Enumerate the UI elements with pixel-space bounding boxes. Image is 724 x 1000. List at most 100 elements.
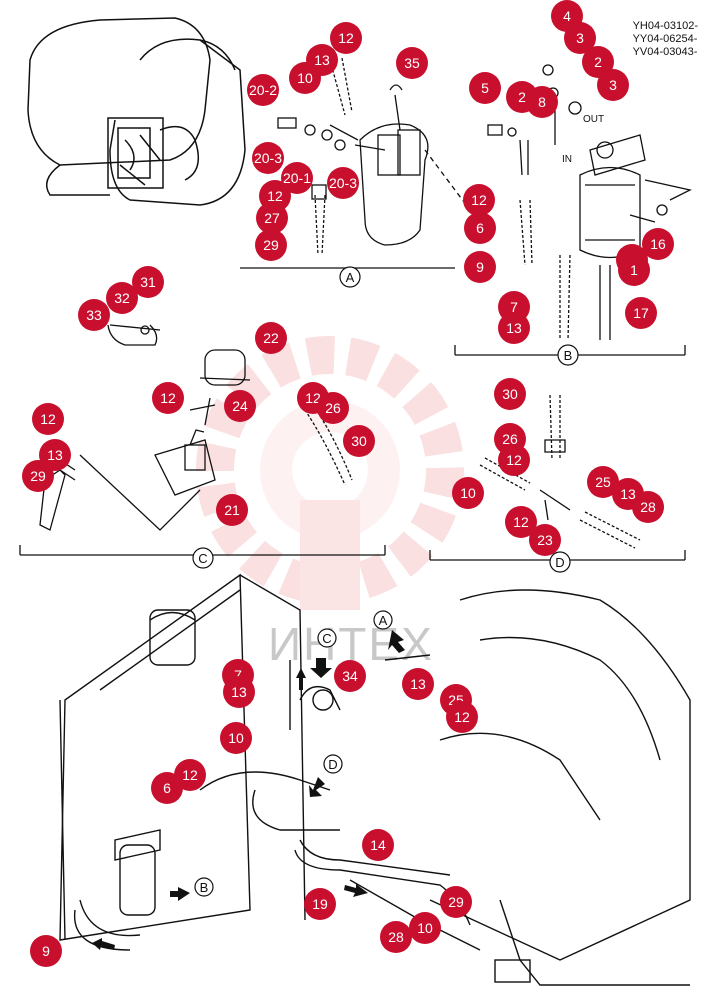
callout-circle bbox=[220, 722, 252, 754]
section-mark-c-label: C bbox=[198, 551, 207, 566]
callout: 13 bbox=[498, 312, 530, 344]
callout-label: 24 bbox=[232, 398, 248, 414]
callout-label: 20-2 bbox=[249, 82, 277, 98]
view-indicator-b-label: B bbox=[200, 880, 209, 895]
document-code: YY04-06254- bbox=[632, 33, 698, 45]
port-out-label: OUT bbox=[583, 114, 604, 125]
callout-circle bbox=[402, 668, 434, 700]
callout-label: 12 bbox=[338, 30, 354, 46]
callout-circle bbox=[618, 254, 650, 286]
callout-label: 7 bbox=[510, 299, 518, 315]
section-mark-a: A bbox=[339, 266, 361, 288]
callout-label: 10 bbox=[297, 70, 313, 86]
callout-label: 30 bbox=[502, 386, 518, 402]
callout-label: 12 bbox=[506, 452, 522, 468]
section-mark-d-label: D bbox=[555, 555, 564, 570]
callout: 14 bbox=[362, 829, 394, 861]
callout-label: 26 bbox=[502, 431, 518, 447]
callout-label: 13 bbox=[410, 676, 426, 692]
callout-circle bbox=[289, 62, 321, 94]
callout-label: 9 bbox=[476, 259, 484, 275]
callout-circle bbox=[362, 829, 394, 861]
callout-circle bbox=[106, 282, 138, 314]
arrow-a-icon bbox=[388, 630, 405, 653]
callout: 20-2 bbox=[247, 74, 279, 106]
callout-circle bbox=[32, 403, 64, 435]
callout-label: 12 bbox=[40, 411, 56, 427]
callout: 5 bbox=[469, 72, 501, 104]
callout-circle bbox=[409, 912, 441, 944]
callout-label: 31 bbox=[140, 274, 156, 290]
view-indicator-a: A bbox=[373, 610, 393, 630]
callout-label: 5 bbox=[481, 80, 489, 96]
callout: 30 bbox=[343, 425, 375, 457]
callout-label: 12 bbox=[513, 514, 529, 530]
callout: 12 bbox=[152, 382, 184, 414]
callout-label: 34 bbox=[342, 668, 358, 684]
callout-label: 10 bbox=[228, 730, 244, 746]
callout: 10 bbox=[220, 722, 252, 754]
view-indicator-d-label: D bbox=[328, 757, 337, 772]
callout-label: 14 bbox=[370, 837, 386, 853]
callout-circle bbox=[505, 506, 537, 538]
arrow-b-icon bbox=[170, 887, 190, 901]
callout-label: 12 bbox=[305, 390, 321, 406]
callout-circle bbox=[494, 378, 526, 410]
callout-label: 4 bbox=[563, 8, 571, 24]
callout: 30 bbox=[494, 378, 526, 410]
callout: 2 bbox=[582, 46, 614, 78]
document-code: YV04-03043- bbox=[632, 46, 698, 58]
callout-circle bbox=[334, 660, 366, 692]
callout-circle bbox=[463, 184, 495, 216]
callout-circle bbox=[247, 74, 279, 106]
callout-label: 35 bbox=[404, 55, 420, 71]
callout-circle bbox=[440, 886, 472, 918]
callout-circle bbox=[256, 202, 288, 234]
callout-label: 6 bbox=[476, 220, 484, 236]
callout-label: 12 bbox=[471, 192, 487, 208]
callout: 16 bbox=[642, 228, 674, 260]
callout-circle bbox=[625, 297, 657, 329]
callout-circle bbox=[564, 22, 596, 54]
callout-circle bbox=[446, 701, 478, 733]
callout-label: 26 bbox=[325, 400, 341, 416]
callout-label: 29 bbox=[263, 237, 279, 253]
callout-label: 20-3 bbox=[329, 175, 357, 191]
callout-label: 13 bbox=[314, 52, 330, 68]
callout-label: 3 bbox=[609, 77, 617, 93]
callout-label: 12 bbox=[454, 709, 470, 725]
callout-label: 30 bbox=[351, 433, 367, 449]
callout-circle bbox=[582, 46, 614, 78]
callout-circle bbox=[22, 460, 54, 492]
view-indicators: A C D B bbox=[194, 610, 393, 897]
callout-circle bbox=[152, 382, 184, 414]
view-indicator-b: B bbox=[194, 877, 214, 897]
callout-label: 33 bbox=[86, 307, 102, 323]
callout-label: 12 bbox=[160, 390, 176, 406]
callout-label: 2 bbox=[518, 89, 526, 105]
callout-label: 8 bbox=[538, 94, 546, 110]
callout-circle bbox=[327, 167, 359, 199]
callout: 13 bbox=[402, 668, 434, 700]
callout-circle bbox=[529, 524, 561, 556]
callout-circle bbox=[255, 229, 287, 261]
callout-circle bbox=[304, 888, 336, 920]
callout-circle bbox=[317, 392, 349, 424]
callout-circle bbox=[498, 444, 530, 476]
callout-circle bbox=[30, 935, 62, 967]
callout-label: 13 bbox=[47, 447, 63, 463]
section-mark-c: C bbox=[192, 547, 214, 569]
callout: 20-3 bbox=[252, 142, 284, 174]
callout-label: 32 bbox=[114, 290, 130, 306]
arrow-c-icon bbox=[310, 658, 332, 678]
arrow-return-icon bbox=[92, 938, 115, 950]
callout: 32 bbox=[106, 282, 138, 314]
section-mark-b-label: B bbox=[564, 348, 573, 363]
callout-label: 23 bbox=[537, 532, 553, 548]
callout: 25 bbox=[587, 466, 619, 498]
callout: 10 bbox=[452, 477, 484, 509]
callout: 13 bbox=[223, 676, 255, 708]
callout: 23 bbox=[529, 524, 561, 556]
